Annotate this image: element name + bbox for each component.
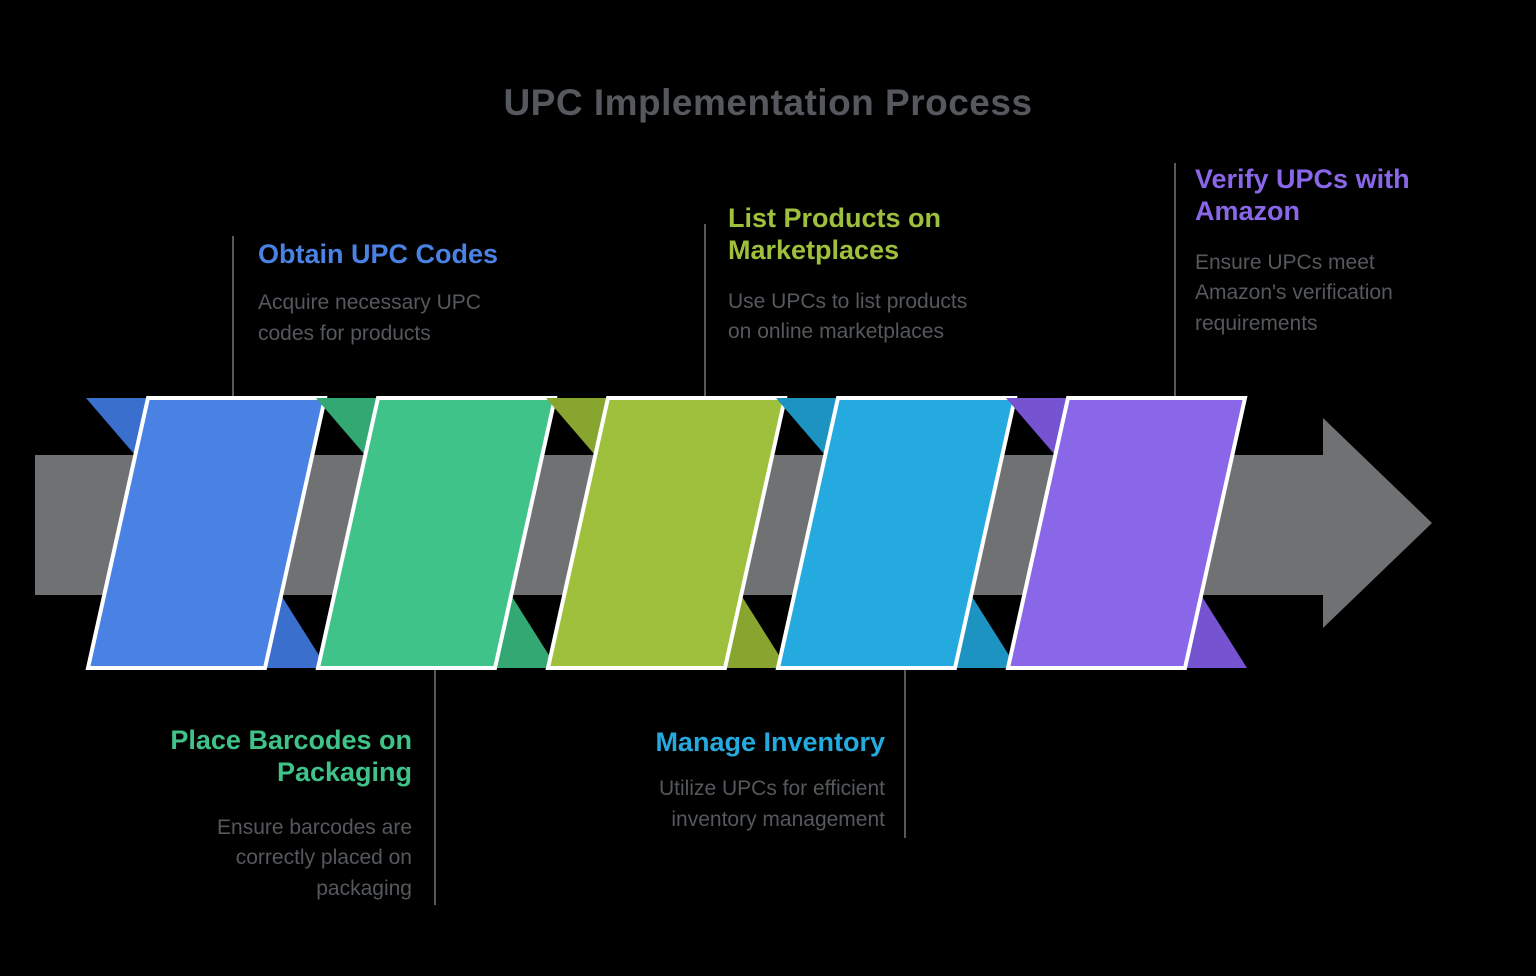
step-5-fold-right-icon: [1185, 595, 1247, 668]
step-1-fold-left-icon: [86, 398, 148, 455]
step-3-fold-left-icon: [546, 398, 608, 455]
diagram-title: UPC Implementation Process: [503, 82, 1033, 123]
step-1-heading: Obtain UPC Codes: [258, 239, 499, 269]
step-5-label: Verify UPCs with Amazon Ensure UPCs meet…: [1195, 163, 1445, 339]
step-5-description: Ensure UPCs meet Amazon's verification r…: [1195, 250, 1393, 335]
step-1-label: Obtain UPC Codes Acquire necessary UPC c…: [258, 238, 508, 349]
step-2-fold-right-icon: [495, 595, 557, 668]
step-2-fold-left-icon: [316, 398, 378, 455]
step-3-heading: List Products on Marketplaces: [728, 203, 942, 266]
step-4-heading: Manage Inventory: [655, 727, 885, 757]
step-3-label: List Products on Marketplaces Use UPCs t…: [728, 202, 998, 348]
step-3-shape: [545, 396, 788, 670]
step-1-shape: [85, 396, 328, 670]
step-5-fold-left-icon: [1006, 398, 1068, 455]
step-1-fold-right-icon: [265, 595, 327, 668]
step-4-fold-left-icon: [776, 398, 838, 455]
step-2-heading: Place Barcodes on Packaging: [170, 725, 412, 788]
step-4-description: Utilize UPCs for efficient inventory man…: [658, 777, 885, 831]
step-5-heading: Verify UPCs with Amazon: [1195, 164, 1410, 227]
step-2-label: Place Barcodes on Packaging Ensure barco…: [132, 724, 412, 904]
step-4-shape: [775, 396, 1018, 670]
step-5-shape: [1005, 396, 1248, 670]
step-1-description: Acquire necessary UPC codes for products: [258, 291, 481, 345]
step-2-description: Ensure barcodes are correctly placed on …: [217, 815, 412, 900]
step-3-fold-right-icon: [725, 595, 787, 668]
step-2-shape: [315, 396, 558, 670]
step-4-fold-right-icon: [955, 595, 1017, 668]
step-3-description: Use UPCs to list products on online mark…: [728, 289, 968, 344]
step-4-label: Manage Inventory Utilize UPCs for effici…: [605, 726, 885, 835]
